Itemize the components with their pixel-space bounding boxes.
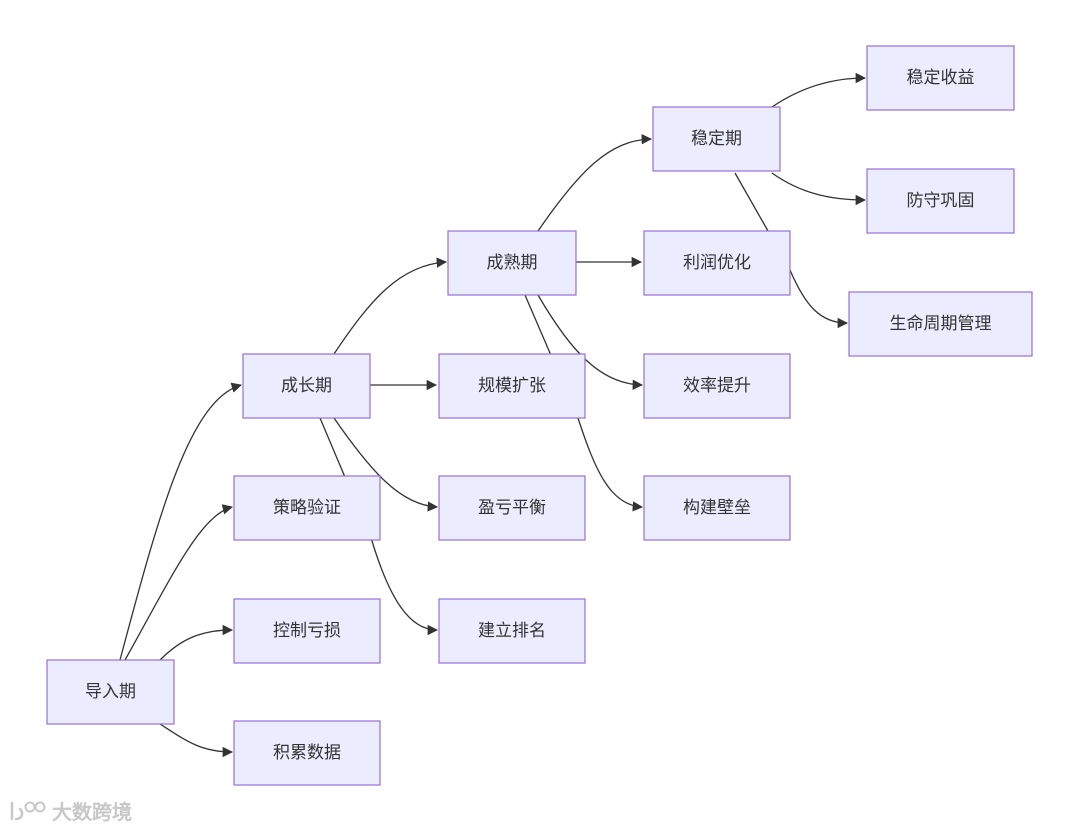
node-defense: 防守巩固 [866, 168, 1015, 234]
edge-stable-lifecycle [734, 172, 847, 323]
node-label: 生命周期管理 [890, 314, 992, 334]
watermark: 大数跨境 [8, 796, 132, 825]
edge-intro-strategy [124, 504, 234, 661]
node-expand: 规模扩张 [438, 353, 586, 419]
node-label: 盈亏平衡 [478, 498, 546, 518]
node-label: 构建壁垒 [683, 498, 751, 518]
node-profit: 利润优化 [643, 230, 791, 296]
node-mature: 成熟期 [447, 230, 577, 296]
node-box [447, 230, 577, 296]
edge-stable-income [771, 72, 867, 108]
edge-growth-ranking [319, 417, 439, 636]
node-label: 效率提升 [683, 376, 751, 396]
node-box [438, 598, 586, 664]
node-label: 防守巩固 [907, 191, 975, 211]
node-box [233, 720, 381, 786]
node-control: 控制亏损 [233, 598, 381, 664]
node-box [643, 230, 791, 296]
node-label: 建立排名 [478, 621, 546, 641]
edge-mature-stable [537, 134, 653, 232]
node-box [643, 353, 791, 419]
node-label: 利润优化 [683, 253, 751, 273]
edge-stable-defense [771, 172, 867, 206]
brand-logo-icon [10, 801, 46, 820]
node-label: 稳定期 [691, 129, 742, 149]
edge-growth-breakeven [333, 417, 439, 512]
edge-intro-control [159, 624, 234, 661]
node-label: 策略验证 [273, 498, 341, 518]
watermark-text: 大数跨境 [52, 800, 132, 824]
edge-intro-growth [119, 382, 242, 661]
node-label: 控制亏损 [273, 621, 341, 641]
node-breakeven: 盈亏平衡 [438, 475, 586, 541]
node-label: 规模扩张 [478, 376, 546, 396]
node-box [233, 598, 381, 664]
node-box [438, 353, 586, 419]
node-label: 导入期 [85, 682, 136, 702]
node-efficiency: 效率提升 [643, 353, 791, 419]
node-stable: 稳定期 [652, 106, 781, 172]
node-accumulate: 积累数据 [233, 720, 381, 786]
edge-mature-efficiency [537, 294, 644, 390]
node-barrier: 构建壁垒 [643, 475, 791, 541]
node-lifecycle: 生命周期管理 [848, 291, 1033, 357]
node-box [652, 106, 781, 172]
node-box [46, 659, 175, 725]
node-box [866, 168, 1015, 234]
edge-intro-accumulate [159, 723, 234, 758]
node-box [242, 353, 371, 419]
node-strategy: 策略验证 [233, 475, 381, 541]
node-intro: 导入期 [46, 659, 175, 725]
node-box [848, 291, 1033, 357]
node-label: 成长期 [281, 376, 332, 396]
node-growth: 成长期 [242, 353, 371, 419]
node-label: 积累数据 [273, 743, 341, 763]
node-box [643, 475, 791, 541]
node-box [233, 475, 381, 541]
node-ranking: 建立排名 [438, 598, 586, 664]
node-label: 成熟期 [487, 252, 538, 273]
edge-mature-barrier [524, 294, 644, 512]
node-box [438, 475, 586, 541]
edge-growth-mature [333, 257, 448, 355]
edges [119, 72, 867, 758]
node-income: 稳定收益 [866, 45, 1015, 111]
node-box [866, 45, 1015, 111]
node-label: 稳定收益 [907, 68, 975, 88]
